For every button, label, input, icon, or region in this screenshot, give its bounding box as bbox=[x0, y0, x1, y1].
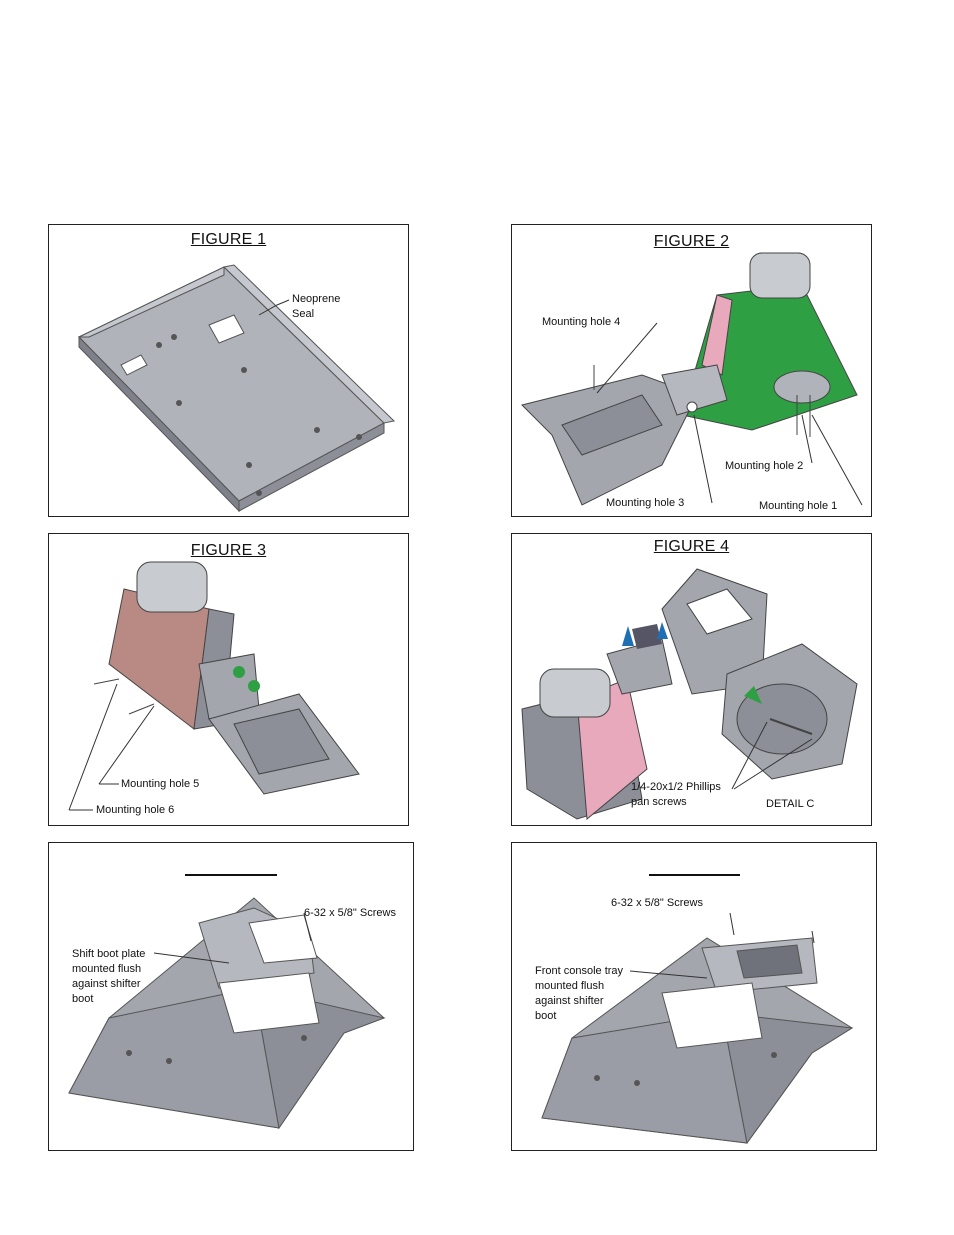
mounting-hole-2-label: Mounting hole 2 bbox=[725, 460, 804, 472]
figure-6-panel: 6-32 x 5/8" Screws Front console tray mo… bbox=[511, 842, 877, 1151]
mounting-hole-4-label: Mounting hole 4 bbox=[542, 316, 621, 328]
figure-4-console-drawing bbox=[521, 568, 858, 820]
mounting-hole-6-label: Mounting hole 6 bbox=[96, 804, 175, 816]
figure-3-title: FIGURE 3 bbox=[190, 542, 267, 559]
figure-2-title: FIGURE 2 bbox=[653, 233, 730, 250]
phillips-screws-label: 1/4-20x1/2 Phillips pan screws bbox=[631, 781, 721, 808]
figure-3-console-drawing bbox=[68, 561, 360, 811]
figure-2-console-drawing bbox=[521, 252, 863, 506]
mounting-hole-1-label: Mounting hole 1 bbox=[759, 500, 838, 512]
figure-5-title-underline bbox=[185, 874, 277, 876]
figure-5-panel: 6-32 x 5/8" Screws Shift boot plate moun… bbox=[48, 842, 414, 1151]
figure-5-console-drawing bbox=[68, 897, 386, 1130]
mounting-hole-3-label: Mounting hole 3 bbox=[606, 497, 685, 509]
figure-5-screws-label: 6-32 x 5/8" Screws bbox=[304, 907, 396, 919]
figure-6-console-drawing bbox=[541, 912, 854, 1145]
figure-1-title: FIGURE 1 bbox=[190, 231, 267, 248]
figure-4-title: FIGURE 4 bbox=[653, 538, 730, 555]
figure-1-panel: FIGURE 1 Neoprene Seal bbox=[48, 224, 409, 517]
figure-3-panel: FIGURE 3 Mounting hole 5 Mounting hole 6 bbox=[48, 533, 409, 826]
figure-6-screws-label: 6-32 x 5/8" Screws bbox=[611, 897, 703, 909]
mounting-hole-5-label: Mounting hole 5 bbox=[121, 778, 200, 790]
figure-1-tray-drawing bbox=[78, 264, 396, 513]
detail-c-label: DETAIL C bbox=[766, 798, 815, 810]
front-console-tray-note: Front console tray mounted flush against… bbox=[535, 965, 624, 1022]
shift-boot-plate-note: Shift boot plate mounted flush against s… bbox=[72, 948, 146, 1005]
figure-6-title-underline bbox=[649, 874, 740, 876]
figure-2-panel: FIGURE 2 Mounting hole 4 Mounting hole 2… bbox=[511, 224, 872, 517]
neoprene-seal-label: Neoprene Seal bbox=[292, 293, 341, 320]
figure-4-panel: FIGURE 4 1/4-20x1/2 Phillips pan screws … bbox=[511, 533, 872, 826]
